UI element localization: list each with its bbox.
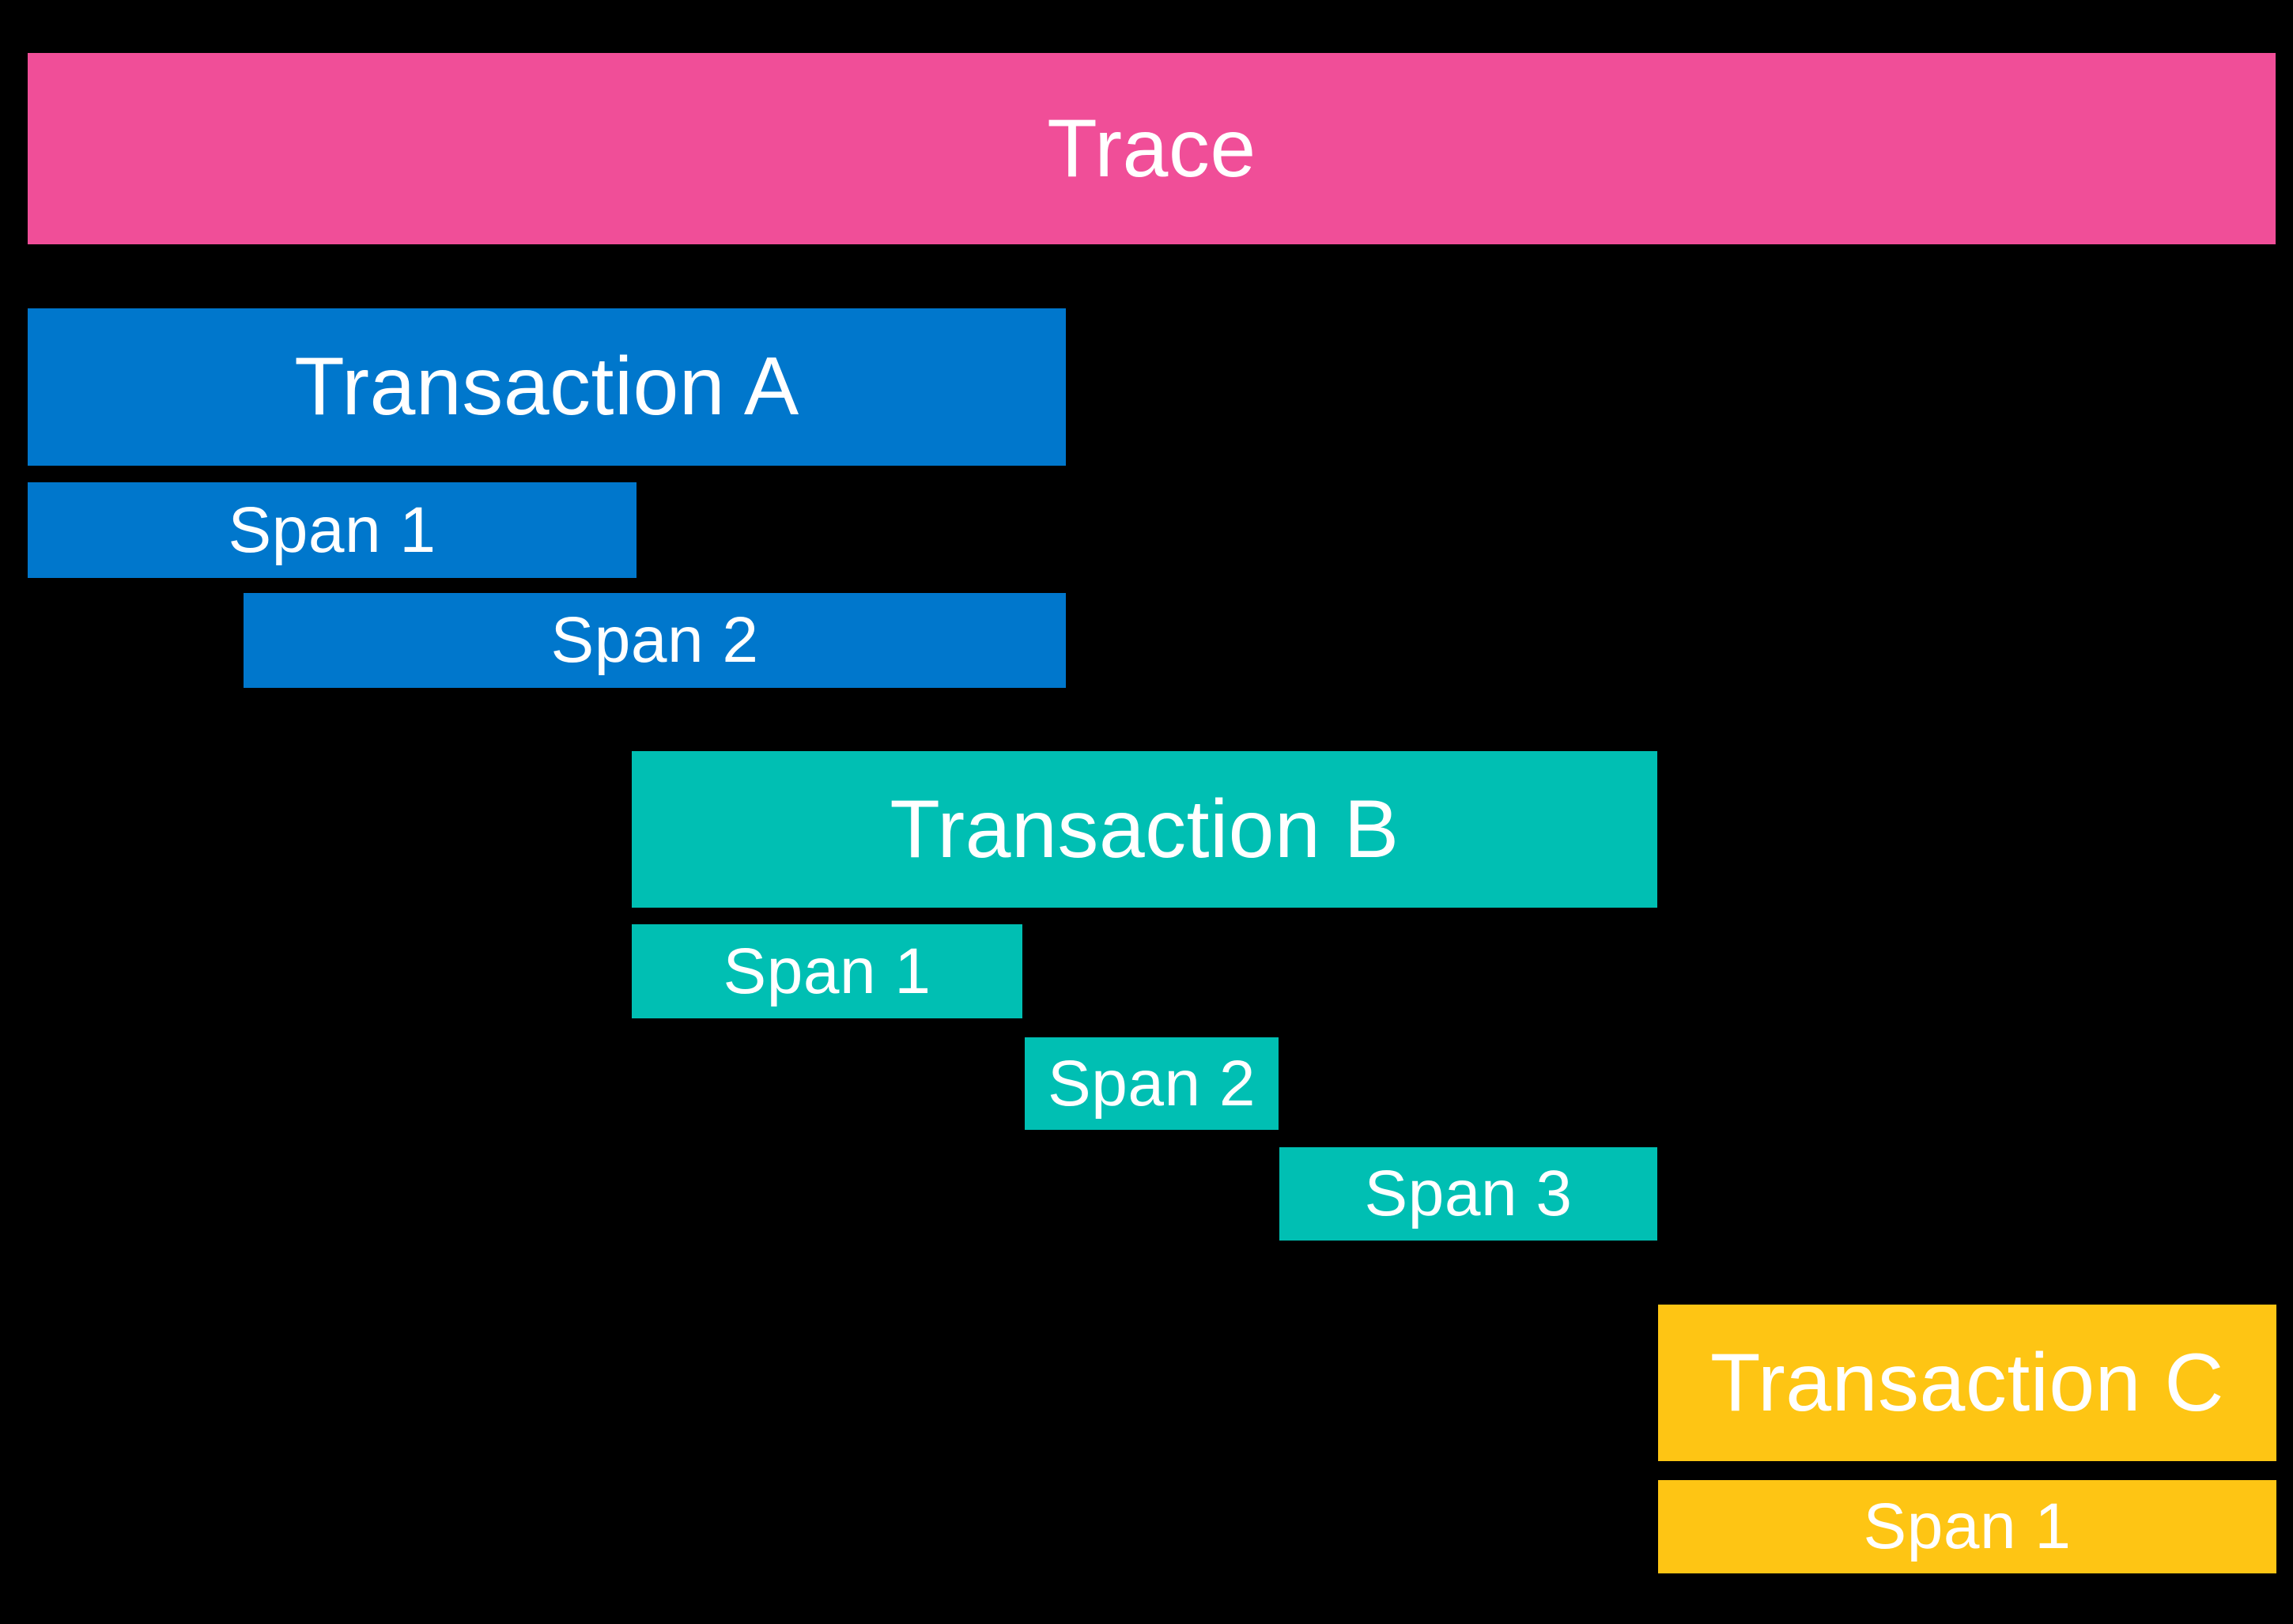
transaction-c-label: Transaction C [1710,1336,2224,1429]
transaction-a-span-1-label: Span 1 [228,493,436,566]
transaction-b-span-3-bar: Span 3 [1279,1147,1657,1241]
transaction-c-span-1-bar: Span 1 [1658,1480,2276,1573]
transaction-c-bar: Transaction C [1658,1305,2276,1461]
transaction-a-label: Transaction A [294,341,799,432]
transaction-a-span-1-bar: Span 1 [28,482,637,578]
transaction-b-span-1-bar: Span 1 [632,924,1022,1018]
transaction-b-bar: Transaction B [632,751,1657,908]
transaction-b-span-3-label: Span 3 [1364,1158,1573,1229]
transaction-a-span-2-bar: Span 2 [244,593,1066,688]
transaction-a-span-2-label: Span 2 [550,604,759,676]
trace-label: Trace [1047,102,1256,195]
transaction-b-label: Transaction B [890,783,1400,875]
transaction-a-bar: Transaction A [28,308,1066,466]
transaction-c-span-1-label: Span 1 [1863,1490,2072,1562]
transaction-b-span-2-label: Span 2 [1048,1047,1256,1120]
transaction-b-span-1-label: Span 1 [723,935,931,1007]
transaction-b-span-2-bar: Span 2 [1025,1037,1279,1130]
trace-bar: Trace [28,53,2276,244]
